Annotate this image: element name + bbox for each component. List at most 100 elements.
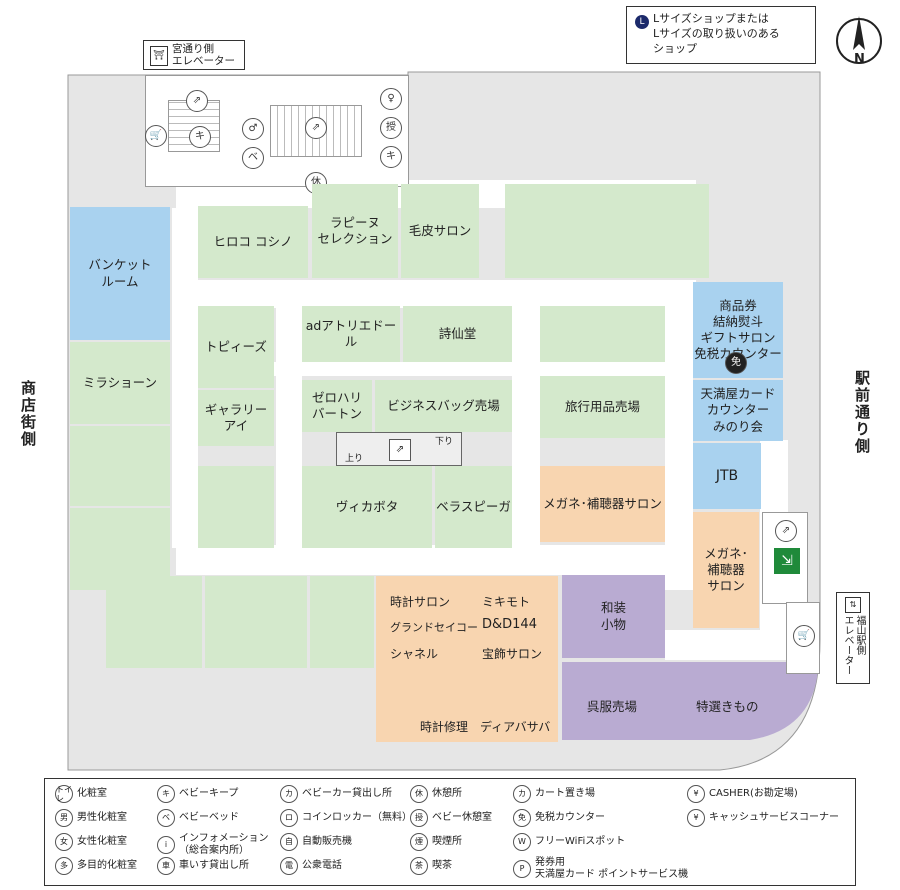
legend-label: 女性化粧室 xyxy=(77,836,127,848)
shop-wasou-komono[interactable]: 和装 小物 xyxy=(562,575,665,658)
legend-label: CASHER(お勘定場) xyxy=(709,788,798,800)
cart-icon[interactable]: 🛒 xyxy=(145,125,167,147)
shop-gallery-ai[interactable]: ギャラリー アイ xyxy=(198,390,274,446)
legend-label: ベビーキープ xyxy=(179,788,239,800)
shop-watch-repair[interactable]: 時計修理 xyxy=(420,720,469,734)
legend-icon: キ xyxy=(157,785,175,803)
shop-jewelry-block xyxy=(376,576,558,742)
legend-icon: 女 xyxy=(55,833,73,851)
shop-jewel-salon[interactable]: 宝飾サロン xyxy=(482,647,543,661)
legend-item: 休休憩所 xyxy=(410,785,462,803)
shop-megane-right[interactable]: メガネ･ 補聴器 サロン xyxy=(693,512,759,628)
legend-item: 煙喫煙所 xyxy=(410,833,462,851)
shop-left-block-1[interactable] xyxy=(70,426,170,506)
walkway-upper xyxy=(176,280,696,308)
escalator-down-label: 下り xyxy=(434,437,453,447)
legend-icon: 電 xyxy=(280,857,298,875)
shop-left-middle-block[interactable] xyxy=(198,466,274,548)
shop-diavasapa[interactable]: ディアバサバ xyxy=(480,720,551,734)
kimono-area-shape xyxy=(562,662,820,740)
legend-label: 車いす貸出し所 xyxy=(179,860,249,872)
legend-icon: 休 xyxy=(410,785,428,803)
legend-icon: 煙 xyxy=(410,833,428,851)
legend-item: 電公衆電話 xyxy=(280,857,342,875)
legend-item: 自自動販売機 xyxy=(280,833,352,851)
left-side-label: 商店街側 xyxy=(19,380,37,448)
legend-icon: ロ xyxy=(280,809,298,827)
legend-label: 公衆電話 xyxy=(302,860,342,872)
right-side-label: 駅前通り側 xyxy=(853,370,871,455)
cart-right-icon[interactable]: 🛒 xyxy=(793,625,815,647)
legend-icon: P xyxy=(513,859,531,878)
mens-restroom-icon: ♂ xyxy=(242,118,264,140)
shop-gofuku[interactable]: 呉服売場 xyxy=(587,699,638,714)
legend-icon: ¥ xyxy=(687,785,705,803)
top-elevator-text: 宮通り側 エレベーター xyxy=(172,43,235,67)
shop-tenmaya-card[interactable]: 天満屋カード カウンター みのり会 xyxy=(693,380,783,441)
l-size-badge: L xyxy=(635,15,649,29)
legend-label: ベビーベッド xyxy=(179,812,239,824)
legend-item: ¥ CASHER(お勘定場) xyxy=(687,785,798,803)
shop-bottom-left-1[interactable] xyxy=(106,576,202,668)
l-size-legend: L Lサイズショップまたは Lサイズの取り扱いのある ショップ xyxy=(626,6,816,64)
shop-tokusen-kimono[interactable]: 特選きもの xyxy=(696,699,759,714)
legend-item: ロコインロッカー（無料） xyxy=(280,809,412,827)
legend-label: 免税カウンター xyxy=(535,812,605,824)
shop-grand-seiko[interactable]: グランドセイコー xyxy=(390,621,478,634)
shop-tobys[interactable]: トピィーズ xyxy=(198,306,274,388)
escalator-icon: ⇗ xyxy=(186,90,208,112)
legend-label: 化粧室 xyxy=(77,788,107,800)
shop-dd144[interactable]: D&D144 xyxy=(482,617,537,632)
shop-ad-atelier[interactable]: adアトリエドール xyxy=(302,306,400,362)
shop-megane-center[interactable]: メガネ･補聴器サロン xyxy=(540,466,665,542)
legend-label: 男性化粧室 xyxy=(77,812,127,824)
legend-item: カベビーカー貸出し所 xyxy=(280,785,392,803)
top-elevator-label: ⛩ 宮通り側 エレベーター xyxy=(143,40,245,70)
shop-jtb[interactable]: JTB xyxy=(693,443,761,509)
legend-item: キベビーキープ xyxy=(157,785,238,803)
legend-icon: i xyxy=(157,835,175,854)
walkway-center xyxy=(512,300,540,550)
shop-hiroko-koshino[interactable]: ヒロコ コシノ xyxy=(198,206,308,278)
l-size-legend-text: Lサイズショップまたは Lサイズの取り扱いのある ショップ xyxy=(653,12,780,55)
shop-fur-salon[interactable]: 毛皮サロン xyxy=(401,184,479,278)
legend-label: キャッシュサービスコーナー xyxy=(709,812,839,824)
shop-beras-piega[interactable]: ベラスピーガ xyxy=(435,466,512,548)
shop-mira-shone[interactable]: ミラショーン xyxy=(70,342,170,424)
baby-keep-icon-right: キ xyxy=(380,146,402,168)
shop-zero-halliburton[interactable]: ゼロハリ バートン xyxy=(302,380,372,432)
escalator-center-icon: ⇗ xyxy=(389,439,411,461)
legend-icon: W xyxy=(513,833,531,851)
shop-banquet-room[interactable]: バンケット ルーム xyxy=(70,207,170,340)
legend-item: 免免税カウンター xyxy=(513,809,605,827)
shop-top-right-block[interactable] xyxy=(505,184,709,278)
legend-item: カカート置き場 xyxy=(513,785,595,803)
legend-icon: カ xyxy=(280,785,298,803)
legend-item: 女女性化粧室 xyxy=(55,833,127,851)
shop-business-bag[interactable]: ビジネスバッグ売場 xyxy=(375,380,512,432)
shop-shisendo[interactable]: 詩仙堂 xyxy=(403,306,512,362)
right-elevator-text: 福山駅側 エレベーター xyxy=(842,615,865,675)
walkway-left xyxy=(172,208,198,548)
legend-item: トイレ化粧室 xyxy=(55,785,107,803)
legend-item: 多多目的化粧室 xyxy=(55,857,137,875)
tax-free-counter-icon: 免 xyxy=(725,352,747,374)
shop-right-upper-block[interactable] xyxy=(540,306,665,362)
shop-bottom-left-3[interactable] xyxy=(310,576,374,668)
shop-vicabota[interactable]: ヴィカボタ xyxy=(302,466,432,548)
elevator-icon: ⛩ xyxy=(150,46,168,66)
north-label: N xyxy=(854,52,865,67)
legend-icon: 自 xyxy=(280,833,298,851)
shop-mikimoto[interactable]: ミキモト xyxy=(482,595,531,609)
shop-watch-salon[interactable]: 時計サロン xyxy=(390,595,451,609)
legend-label: インフォメーション （総合案内所） xyxy=(179,833,269,856)
shop-rapine-selection[interactable]: ラピーヌ セレクション xyxy=(312,184,398,278)
shop-bottom-left-2[interactable] xyxy=(205,576,307,668)
shop-chanel[interactable]: シャネル xyxy=(390,647,439,661)
legend-icon: 男 xyxy=(55,809,73,827)
legend-label: 喫煙所 xyxy=(432,836,462,848)
womens-restroom-icon: ♀ xyxy=(380,88,402,110)
shop-travel-goods[interactable]: 旅行用品売場 xyxy=(540,376,665,438)
